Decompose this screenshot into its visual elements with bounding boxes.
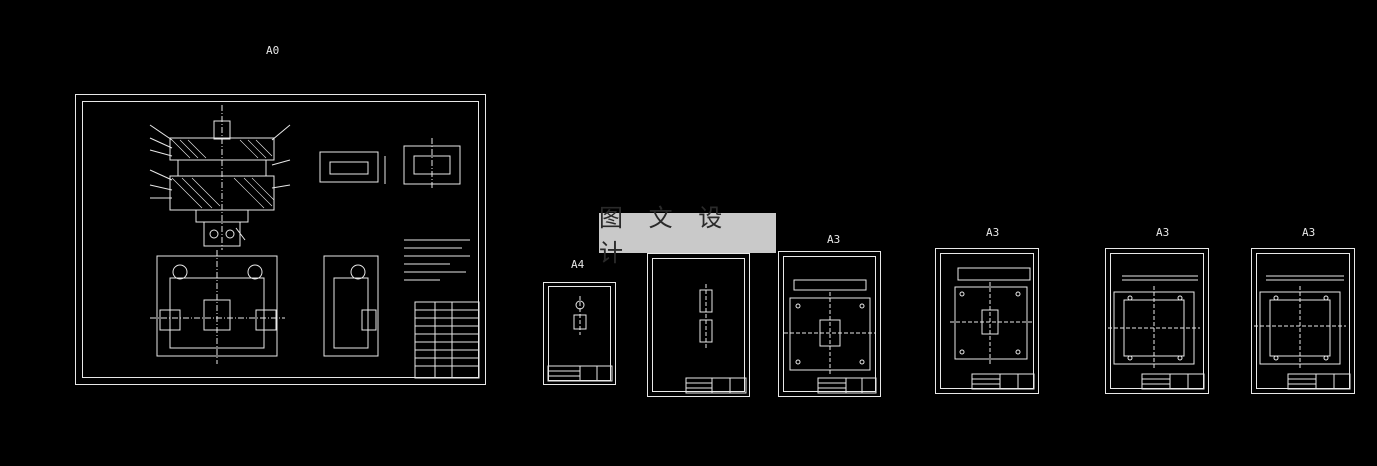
a4-part-drawing xyxy=(547,296,613,382)
sheet-inner-frame xyxy=(783,256,876,392)
assembly-notes xyxy=(404,239,470,281)
assembly-plan-view xyxy=(150,250,379,364)
sheet-label-a3-4: A3 xyxy=(1302,226,1316,239)
sheet-label-a3-1: A3 xyxy=(827,233,841,246)
assembly-bom-table xyxy=(414,301,480,379)
part-2-drawing xyxy=(784,279,877,394)
drawing-sheet-assembly[interactable] xyxy=(75,94,486,385)
part-3-drawing xyxy=(950,267,1035,390)
part-4-drawing xyxy=(1108,275,1205,390)
sheet-inner-frame xyxy=(652,258,745,392)
watermark-banner: 图 文 设 计 xyxy=(599,204,776,267)
sheet-label-a3-3: A3 xyxy=(1156,226,1170,239)
sheet-inner-frame xyxy=(82,101,479,378)
sheet-label-a0: A0 xyxy=(266,44,280,57)
assembly-side-views xyxy=(319,138,461,190)
sheet-label-a4: A4 xyxy=(571,258,585,271)
sheet-label-a3-2: A3 xyxy=(986,226,1000,239)
assembly-section-view xyxy=(149,105,291,250)
drawing-sheet-part-2[interactable] xyxy=(778,251,881,397)
part-1-drawing xyxy=(685,284,747,394)
part-5-drawing xyxy=(1254,275,1351,390)
drawing-sheet-part-1[interactable] xyxy=(647,253,750,397)
